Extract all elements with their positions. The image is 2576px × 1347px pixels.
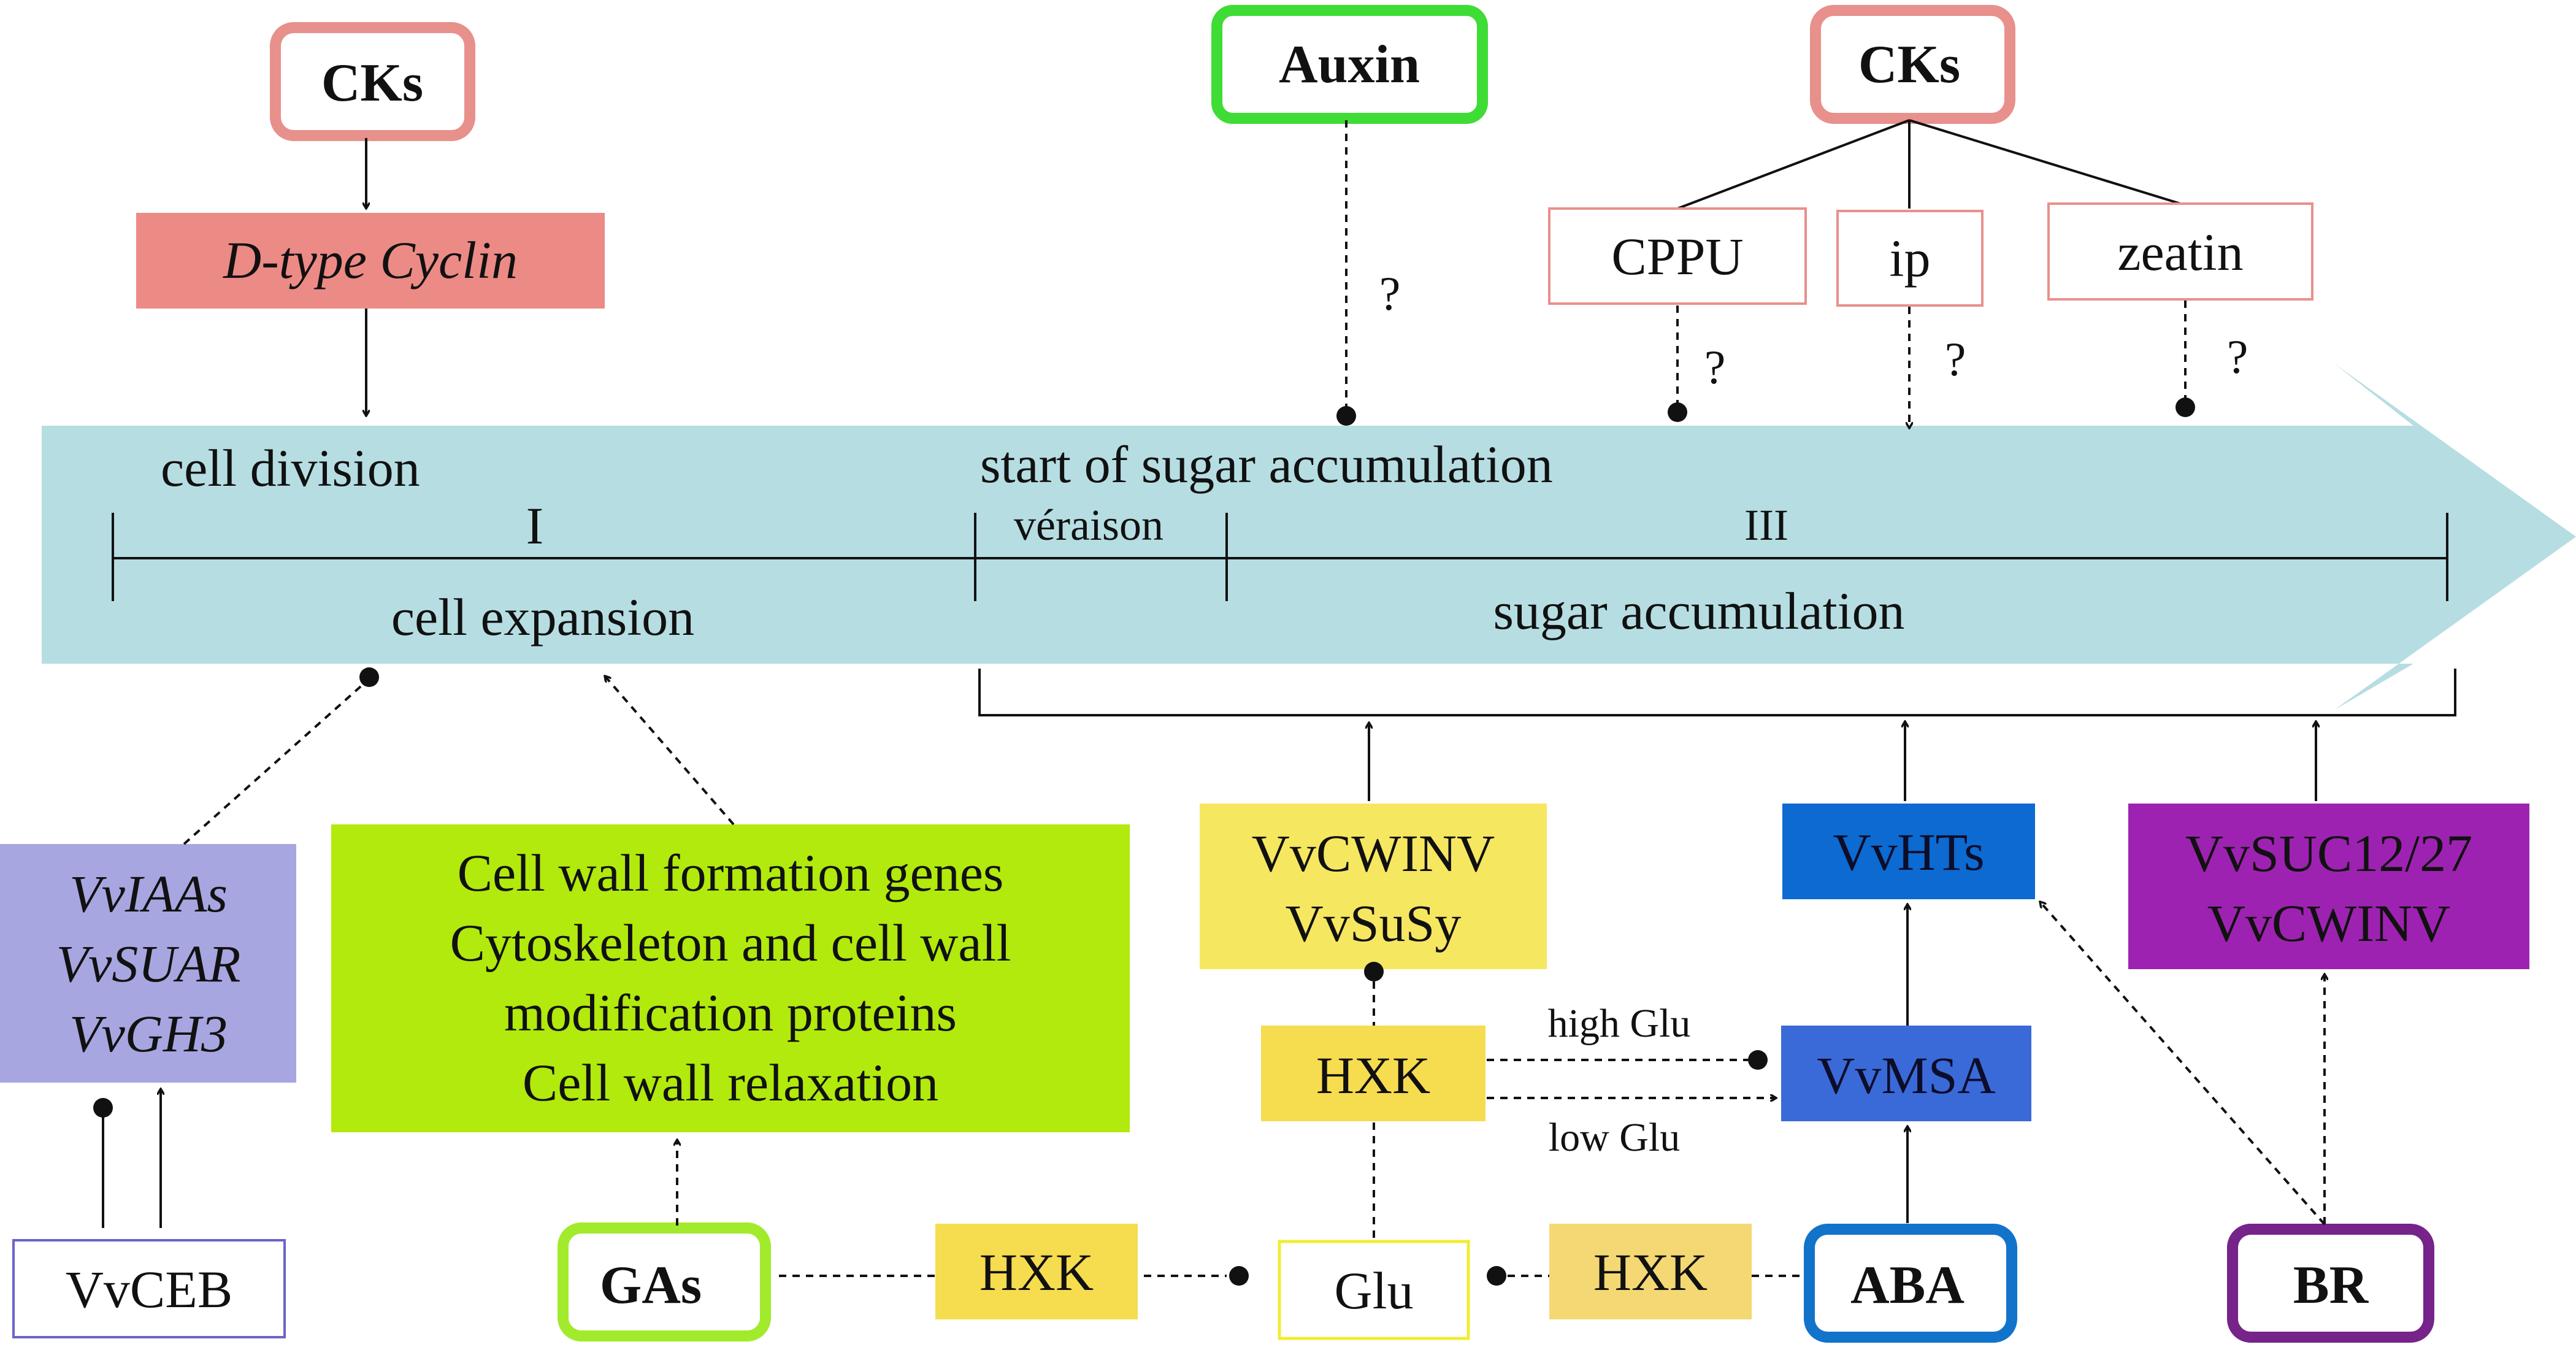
box-vvhts bbox=[1782, 804, 2035, 899]
label-cellwall-2: Cytoskeleton and cell wall bbox=[450, 913, 1011, 972]
box-hxk-left bbox=[935, 1224, 1138, 1319]
label-hxk-right: HXK bbox=[1593, 1243, 1708, 1302]
label-vvcwinv-top: VvCWINV bbox=[1252, 824, 1495, 883]
label-vviaas: VvIAAs bbox=[69, 864, 228, 923]
dot-glu-right bbox=[1487, 1266, 1506, 1286]
dot-glu-left bbox=[1229, 1266, 1249, 1286]
box-cks-right bbox=[1810, 5, 2015, 124]
label-vvhts: VvHTs bbox=[1833, 823, 1984, 881]
box-vvmsa bbox=[1781, 1026, 2031, 1121]
label-auxin: Auxin bbox=[1279, 35, 1420, 94]
box-cppu bbox=[1548, 207, 1807, 305]
box-cellwall bbox=[331, 824, 1130, 1132]
label-q-cppu: ? bbox=[1704, 340, 1726, 394]
box-gas bbox=[558, 1222, 771, 1341]
label-q-auxin: ? bbox=[1379, 267, 1401, 320]
dot-vvceb bbox=[93, 1098, 113, 1118]
box-dcyclin bbox=[136, 213, 605, 309]
box-cks-left bbox=[270, 22, 475, 141]
label-vvsuc: VvSUC12/27 bbox=[2185, 824, 2472, 883]
box-zeatin bbox=[2047, 202, 2313, 301]
label-aba: ABA bbox=[1850, 1256, 1965, 1315]
label-stage-3: III bbox=[1744, 501, 1788, 550]
label-zeatin: zeatin bbox=[2117, 223, 2243, 282]
label-sugar-accumulation: sugar accumulation bbox=[1493, 581, 1904, 640]
label-hxk-left: HXK bbox=[979, 1243, 1094, 1302]
label-vvgh3: VvGH3 bbox=[69, 1004, 228, 1063]
label-cellwall-3: modification proteins bbox=[504, 983, 957, 1042]
dot-high-glu bbox=[1748, 1050, 1768, 1070]
box-hxk-right bbox=[1549, 1224, 1752, 1319]
label-vvceb: VvCEB bbox=[66, 1260, 232, 1319]
box-br bbox=[2227, 1224, 2434, 1343]
label-vvsusy: VvSuSy bbox=[1286, 894, 1462, 953]
label-q-zeatin: ? bbox=[2227, 330, 2248, 383]
label-cell-division: cell division bbox=[161, 439, 420, 497]
label-br: BR bbox=[2293, 1256, 2369, 1315]
label-low-glu: low Glu bbox=[1549, 1115, 1681, 1160]
box-glu bbox=[1278, 1240, 1470, 1340]
box-vvsuc bbox=[2128, 804, 2529, 969]
label-vvmsa: VvMSA bbox=[1817, 1046, 1996, 1105]
box-hxk-mid bbox=[1261, 1026, 1485, 1121]
box-aba bbox=[1804, 1224, 2017, 1343]
box-auxin bbox=[1211, 5, 1488, 124]
dot-cwinv bbox=[1364, 962, 1384, 981]
box-ip bbox=[1836, 210, 1984, 307]
label-cellwall-1: Cell wall formation genes bbox=[458, 843, 1004, 902]
box-vvcwinv-susy bbox=[1200, 804, 1547, 969]
edge-br-vvhts bbox=[2040, 902, 2326, 1226]
label-stage-1: I bbox=[526, 496, 544, 555]
label-cks-right: CKs bbox=[1858, 35, 1960, 94]
dot-expansion bbox=[359, 667, 379, 687]
label-start-sugar: start of sugar accumulation bbox=[980, 435, 1553, 494]
label-high-glu: high Glu bbox=[1548, 1001, 1691, 1046]
label-cppu: CPPU bbox=[1611, 227, 1743, 286]
timeline-axis bbox=[112, 513, 2448, 601]
label-hxk-mid: HXK bbox=[1316, 1046, 1430, 1105]
label-stage-veraison: véraison bbox=[1014, 501, 1163, 550]
dot-auxin bbox=[1336, 406, 1356, 426]
edge-cks-zeatin bbox=[1909, 119, 2181, 205]
label-cell-expansion: cell expansion bbox=[391, 588, 694, 647]
label-cellwall-4: Cell wall relaxation bbox=[523, 1053, 938, 1112]
timeline-arrow bbox=[42, 363, 2576, 710]
sugar-bracket bbox=[978, 669, 2456, 716]
label-q-ip: ? bbox=[1945, 332, 1966, 386]
label-vvcwinv-right: VvCWINV bbox=[2207, 894, 2451, 953]
edge-vviaas-expansion bbox=[183, 681, 367, 845]
dot-cppu bbox=[1668, 402, 1687, 422]
edge-cellwall-expansion bbox=[605, 676, 735, 826]
label-cks-left: CKs bbox=[321, 53, 423, 113]
label-ip: ip bbox=[1890, 229, 1931, 288]
label-dcyclin: D-type Cyclin bbox=[223, 231, 518, 290]
label-gas: GAs bbox=[600, 1256, 702, 1315]
box-vvceb bbox=[12, 1239, 286, 1338]
label-vvsuar: VvSUAR bbox=[56, 934, 241, 993]
dot-zeatin bbox=[2175, 397, 2195, 417]
edge-cks-cppu bbox=[1677, 119, 1910, 210]
box-vviaas bbox=[0, 844, 296, 1083]
label-glu: Glu bbox=[1335, 1261, 1414, 1320]
